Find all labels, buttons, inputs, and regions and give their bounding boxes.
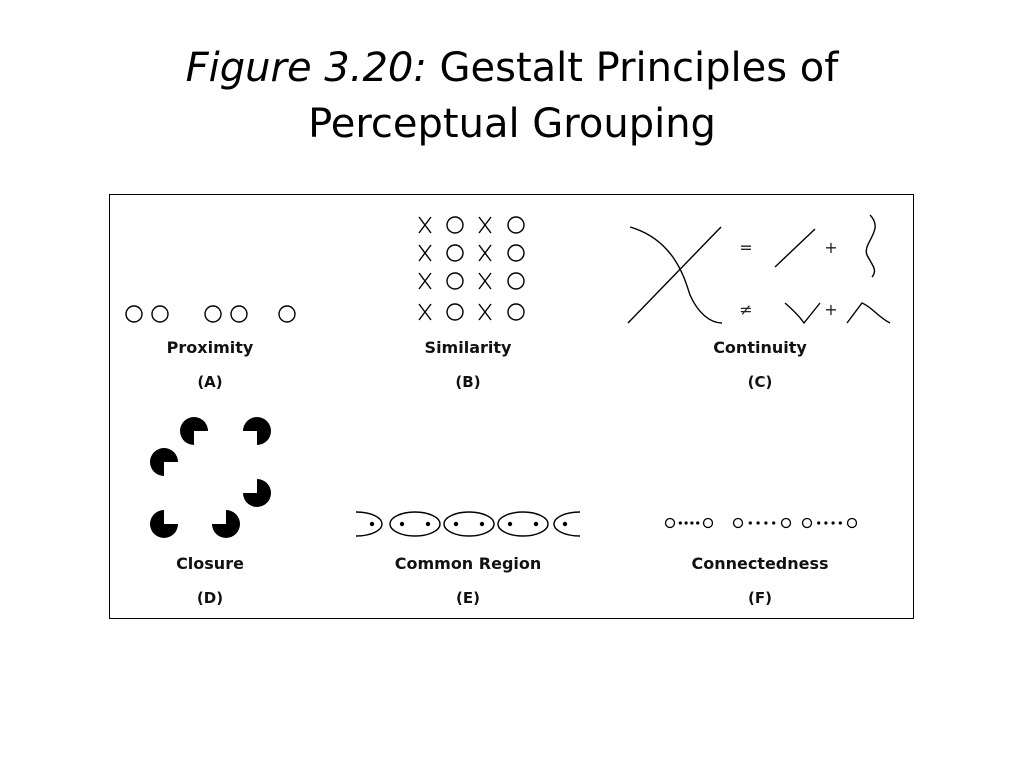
common-region-dot: [507, 521, 513, 527]
common-region-dots: [369, 521, 568, 527]
common-region-dot: [562, 521, 568, 527]
proximity-circle: [278, 305, 296, 323]
proximity-circle: [204, 305, 222, 323]
similarity-o: [446, 272, 464, 290]
proximity-circle: [125, 305, 143, 323]
panel-label-common-region: Common Region: [395, 554, 542, 573]
panel-letter-a: (A): [197, 373, 222, 391]
panel-continuity: [627, 214, 891, 325]
continuity-v-shape: [784, 302, 821, 325]
connectedness-dot: [772, 521, 776, 525]
common-region-dot: [453, 521, 459, 527]
connectedness-dot: [817, 521, 821, 525]
similarity-x: [478, 216, 492, 234]
connectedness-dot: [764, 521, 768, 525]
common-region-partial-ellipse: [355, 511, 383, 537]
common-region-ellipse: [497, 511, 549, 537]
panel-label-connectedness: Connectedness: [691, 554, 828, 573]
connectedness-dot: [824, 521, 828, 525]
similarity-o: [446, 303, 464, 321]
figure-label: Figure 3.20:: [185, 45, 427, 91]
similarity-x: [478, 272, 492, 290]
connectedness-dot: [838, 521, 842, 525]
connectedness-dot: [696, 521, 700, 525]
connectedness-circle: [780, 517, 792, 529]
title-text: Gestalt Principles of: [439, 45, 839, 91]
closure-illusory-cube: [164, 431, 257, 524]
similarity-o: [507, 244, 525, 262]
panel-letter-b: (B): [455, 373, 480, 391]
connectedness-dot: [831, 521, 835, 525]
title-line-2: Perceptual Grouping: [308, 101, 716, 147]
similarity-o: [446, 216, 464, 234]
similarity-x: [418, 303, 432, 321]
similarity-x: [478, 244, 492, 262]
common-region-ellipse: [443, 511, 495, 537]
slide-title: Figure 3.20: Gestalt Principles of Perce…: [0, 40, 1024, 152]
similarity-x: [418, 244, 432, 262]
continuity-segment-curve: [865, 214, 876, 278]
continuity-not-equals: ≠: [739, 300, 752, 319]
panel-label-similarity: Similarity: [425, 338, 512, 357]
similarity-o: [507, 216, 525, 234]
similarity-o: [507, 272, 525, 290]
panel-similarity: [418, 216, 525, 321]
panel-common-region: [355, 511, 581, 537]
gestalt-figure: Proximity (A) Similarity (B) = + ≠ + Con…: [109, 194, 914, 619]
common-region-partial-ellipse: [553, 511, 581, 537]
connectedness-dot: [748, 521, 752, 525]
connectedness-circle: [664, 517, 676, 529]
common-region-dot: [479, 521, 485, 527]
continuity-curve: [629, 226, 723, 324]
panel-letter-e: (E): [456, 589, 480, 607]
title-line-1: Figure 3.20: Gestalt Principles of: [0, 40, 1024, 96]
panel-connectedness: [664, 517, 858, 529]
common-region-dot: [533, 521, 539, 527]
proximity-circle: [151, 305, 169, 323]
connectedness-dot: [684, 521, 688, 525]
connectedness-circle: [846, 517, 858, 529]
similarity-o: [507, 303, 525, 321]
panel-label-closure: Closure: [176, 554, 244, 573]
panel-label-proximity: Proximity: [167, 338, 254, 357]
common-region-dot: [425, 521, 431, 527]
continuity-hat-shape: [846, 302, 891, 324]
connectedness-circle: [702, 517, 714, 529]
continuity-segment-line: [774, 228, 816, 268]
connectedness-dot: [678, 521, 682, 525]
similarity-x: [418, 216, 432, 234]
similarity-o: [446, 244, 464, 262]
panel-letter-c: (C): [748, 373, 773, 391]
panel-label-continuity: Continuity: [713, 338, 807, 357]
continuity-line: [627, 226, 722, 324]
common-region-ellipse: [389, 511, 441, 537]
connectedness-dot: [756, 521, 760, 525]
connectedness-circle: [801, 517, 813, 529]
panel-proximity: [125, 305, 296, 323]
continuity-plus: +: [824, 238, 837, 257]
similarity-x: [478, 303, 492, 321]
continuity-plus: +: [824, 300, 837, 319]
similarity-x: [418, 272, 432, 290]
panel-letter-d: (D): [197, 589, 223, 607]
proximity-circle: [230, 305, 248, 323]
continuity-equals: =: [739, 238, 752, 257]
connectedness-dot: [690, 521, 694, 525]
closure-front-face: [164, 462, 226, 524]
common-region-dot: [399, 521, 405, 527]
common-region-dot: [369, 521, 375, 527]
connectedness-circle: [732, 517, 744, 529]
panel-letter-f: (F): [748, 589, 772, 607]
gestalt-figure-svg: Proximity (A) Similarity (B) = + ≠ + Con…: [125, 214, 891, 607]
